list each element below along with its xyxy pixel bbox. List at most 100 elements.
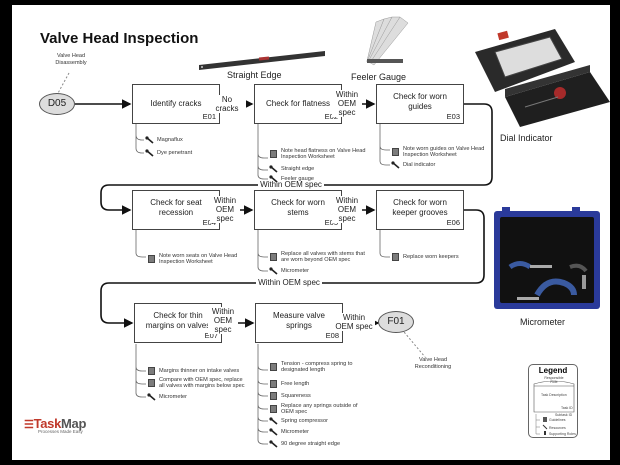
worksheet-icon	[269, 150, 278, 159]
subtask-text: Note worn seats on Valve Head Inspection…	[159, 253, 238, 266]
subtask-text: Micrometer	[281, 267, 309, 274]
straight-edge-label: Straight Edge	[227, 70, 282, 80]
end-callout-line	[398, 325, 426, 358]
subtask-text: Micrometer	[281, 428, 309, 435]
wrench-icon	[269, 440, 278, 448]
subtask-e05-1[interactable]: Replace all valves with stems that are w…	[269, 251, 365, 263]
task-description: Check for thin margins on valves	[145, 311, 211, 330]
feeler-gauge-label: Feeler Gauge	[351, 72, 407, 82]
task-e07[interactable]: Check for thin margins on valves E07	[134, 303, 222, 343]
subtask-e03-2[interactable]: Dial indicator	[391, 161, 435, 169]
legend-responsible-role: Responsible Role	[544, 376, 564, 384]
task-e02[interactable]: Check for flatness E02	[254, 84, 342, 124]
subtask-e08-6[interactable]: Micrometer	[269, 428, 309, 436]
end-node[interactable]: F01	[378, 311, 414, 333]
subtask-e08-7[interactable]: 90 degree straight edge	[269, 440, 340, 448]
task-id: E03	[446, 112, 460, 121]
subtask-text: Dial indicator	[403, 161, 436, 168]
start-node[interactable]: D05	[39, 93, 75, 115]
wrench-icon	[269, 165, 278, 173]
straight-edge-image	[199, 51, 325, 70]
subtask-text: Spring compressor	[281, 417, 328, 424]
subtask-e08-3[interactable]: Squareness	[269, 392, 311, 400]
worksheet-icon	[147, 367, 156, 375]
subtask-e05-2[interactable]: Micrometer	[269, 267, 309, 275]
subtask-e01-2[interactable]: Dye penetrant	[145, 149, 192, 157]
wrench-icon	[269, 417, 278, 425]
subtask-text: Note head flatness on Valve Head Inspect…	[281, 148, 366, 161]
worksheet-icon	[269, 363, 278, 372]
logo-brand: ☰TaskMap	[24, 416, 87, 431]
subtask-e08-2[interactable]: Free length	[269, 380, 309, 388]
task-id: E02	[325, 112, 338, 121]
task-e06[interactable]: Check for worn keeper grooves E06	[376, 190, 464, 230]
task-description: Check for seat recession	[150, 198, 202, 217]
worksheet-icon	[391, 253, 400, 261]
task-id: E01	[202, 112, 216, 121]
connector-label-within-oem-spec: Within OEM spec	[332, 90, 362, 117]
micrometer-label: Micrometer	[520, 317, 566, 327]
legend-task-id: Task ID	[561, 406, 573, 410]
subtask-text: Magnaflux	[157, 136, 183, 143]
worksheet-icon	[269, 405, 278, 414]
subtask-text: Dye penetrant	[157, 149, 193, 156]
task-e04[interactable]: Check for seat recession E04	[132, 190, 220, 230]
subtask-e02-3[interactable]: Feeler gauge	[269, 175, 314, 183]
end-caption: Valve Head Reconditioning	[414, 357, 452, 370]
legend-task-description: Task Description	[541, 393, 567, 397]
subtask-text: Free length	[281, 380, 310, 387]
subtask-e08-5[interactable]: Spring compressor	[269, 417, 328, 425]
task-description: Check for worn keeper grooves	[392, 198, 448, 217]
subtask-e01-1[interactable]: Magnaflux	[145, 136, 183, 144]
subtask-e02-2[interactable]: Straight edge	[269, 165, 314, 173]
start-callout-line	[56, 72, 70, 96]
connector-label-within-oem-spec: Within OEM spec	[210, 196, 240, 223]
task-e01[interactable]: Identify cracks E01	[132, 84, 220, 124]
subtask-text: Micrometer	[159, 393, 187, 400]
start-caption: Valve Head Disassembly	[55, 53, 87, 66]
micrometer-image	[494, 207, 600, 309]
task-e03[interactable]: Check for worn guides E03	[376, 84, 464, 124]
task-description: Check for worn guides	[393, 92, 447, 111]
subtask-text: Compare with OEM spec, replace all valve…	[159, 377, 245, 390]
task-e05[interactable]: Check for worn stems E05	[254, 190, 342, 230]
page-title: Valve Head Inspection	[40, 30, 199, 47]
taskmap-logo: ☰TaskMap Processes Made Easy	[24, 416, 86, 434]
subtask-e04-1[interactable]: Note worn seats on Valve Head Inspection…	[147, 253, 237, 265]
task-description: Identify cracks	[150, 99, 202, 108]
wrench-icon	[145, 136, 154, 144]
subtask-e02-1[interactable]: Note head flatness on Valve Head Inspect…	[269, 148, 365, 160]
subtask-e03-1[interactable]: Note worn guides on Valve Head Inspectio…	[391, 146, 484, 158]
subtask-e06-1[interactable]: Replace worn keepers	[391, 253, 459, 261]
subtask-text: Replace worn keepers	[403, 253, 459, 260]
legend-title: Legend	[538, 366, 568, 375]
legend: Legend Responsible Role Task Description…	[528, 364, 578, 438]
task-id: E04	[203, 218, 216, 227]
worksheet-icon	[391, 148, 400, 157]
worksheet-icon	[147, 255, 156, 264]
wrench-icon	[147, 393, 156, 401]
subtask-text: Squareness	[281, 392, 311, 399]
legend-subtask-id: Subtask ID	[555, 413, 573, 417]
task-id: E06	[446, 218, 460, 227]
dial-indicator-image	[475, 29, 610, 127]
worksheet-icon	[269, 253, 278, 262]
connector-label-within-oem-spec: Within OEM spec	[208, 307, 238, 334]
subtask-text: Straight edge	[281, 165, 315, 172]
task-description: Check for flatness	[265, 99, 331, 108]
subtask-e08-1[interactable]: Tension - compress spring to designated …	[269, 361, 353, 373]
subtask-text: Tension - compress spring to designated …	[281, 361, 353, 374]
subtask-e07-1[interactable]: Margins thinner on intake valves	[147, 367, 239, 375]
logo-tagline: Processes Made Easy	[38, 429, 83, 434]
wrench-icon	[391, 161, 400, 169]
subtask-e07-2[interactable]: Compare with OEM spec, replace all valve…	[147, 377, 245, 389]
subtask-e08-4[interactable]: Replace any springs outside of OEM spec	[269, 403, 358, 415]
subtask-text: Feeler gauge	[281, 175, 314, 182]
worksheet-icon	[269, 392, 278, 400]
connector-label-no-cracks: No cracks	[208, 95, 246, 113]
task-e08[interactable]: Measure valve springs E08	[255, 303, 343, 343]
connector-label-within-oem-spec: Within OEM spec	[256, 278, 322, 287]
task-id: E05	[325, 218, 338, 227]
subtask-text: Margins thinner on intake valves	[159, 367, 240, 374]
subtask-e07-3[interactable]: Micrometer	[147, 393, 187, 401]
